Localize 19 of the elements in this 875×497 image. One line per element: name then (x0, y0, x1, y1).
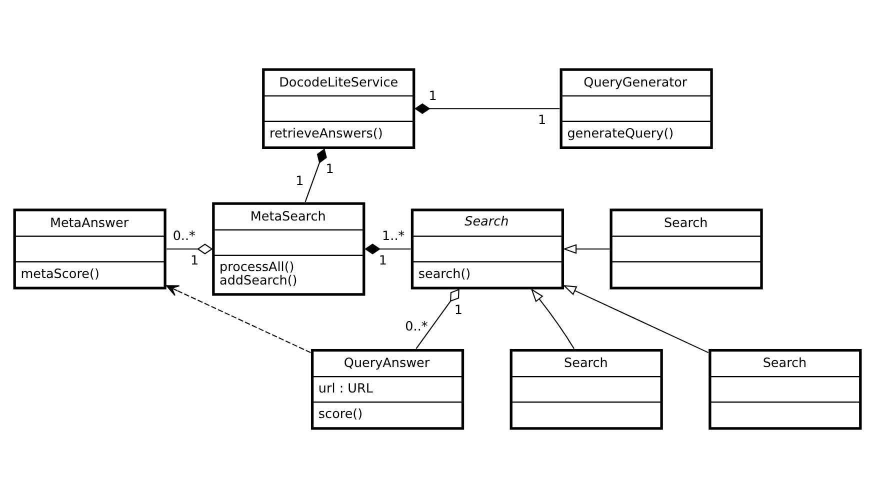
connector (364, 243, 411, 254)
arrow (562, 244, 610, 254)
connector (416, 288, 460, 348)
connector (414, 102, 560, 114)
label: 1 (378, 252, 388, 268)
arrow (530, 288, 574, 348)
connector (304, 148, 327, 202)
label: 1 (454, 302, 463, 318)
label: 1 (326, 162, 334, 177)
label: 1 (190, 252, 199, 268)
label: 1 (538, 112, 546, 128)
arrow (562, 284, 708, 353)
connector (166, 243, 213, 254)
label: 1 (428, 88, 437, 104)
label: 1..* (382, 228, 405, 244)
label: 0..* (172, 228, 196, 244)
label: 0..* (405, 319, 428, 334)
arrow (166, 284, 311, 353)
label: 1 (296, 173, 304, 188)
